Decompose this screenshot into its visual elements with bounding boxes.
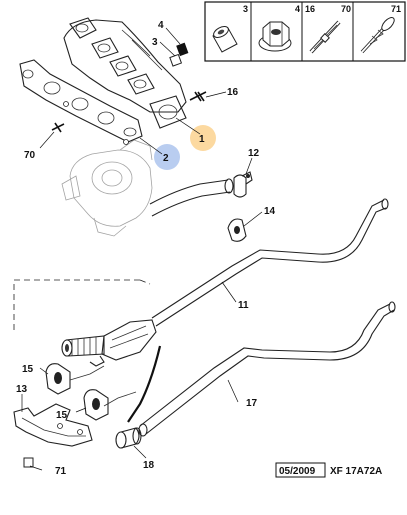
callout-3: 3 xyxy=(152,37,158,48)
header-ref-71: 71 xyxy=(391,4,401,14)
flange-nut-icon xyxy=(258,21,292,52)
exhaust-manifold xyxy=(63,17,187,129)
stud-16-part xyxy=(189,91,207,102)
rubber-hanger-front xyxy=(45,363,71,395)
hanger-link-rear xyxy=(103,391,137,407)
header-ref-3: 3 xyxy=(243,4,248,14)
rivet-71-marker xyxy=(23,457,34,468)
rubber-hanger-rear xyxy=(83,389,109,421)
callout-71: 71 xyxy=(55,466,67,477)
callout-1: 1 xyxy=(199,134,205,145)
callout-13: 13 xyxy=(16,384,28,395)
callout-12: 12 xyxy=(248,148,260,159)
rear-hanger-rod xyxy=(127,345,162,423)
callout-18: 18 xyxy=(143,460,155,471)
header-ref-70: 70 xyxy=(341,4,351,14)
callout-16: 16 xyxy=(227,87,239,98)
down-pipe xyxy=(149,178,234,217)
callout-15-rear: 15 xyxy=(56,410,68,421)
stud-70-part xyxy=(51,122,65,133)
callout-2: 2 xyxy=(163,153,169,164)
sleeve-icon xyxy=(212,26,238,53)
body-outline-dashed xyxy=(13,279,151,330)
spacer-sleeve-part xyxy=(169,53,183,67)
manifold-gasket xyxy=(19,59,143,145)
callout-15-front: 15 xyxy=(22,364,34,375)
callout-11: 11 xyxy=(238,300,249,311)
reference-parts-table: 3 4 16 70 71 xyxy=(204,1,406,62)
rubber-hanger-upper xyxy=(227,218,247,242)
callout-70: 70 xyxy=(24,150,36,161)
rear-exhaust-pipe xyxy=(138,301,396,437)
mounting-bracket xyxy=(13,403,93,447)
exhaust-clamp xyxy=(233,171,253,198)
header-ref-16: 16 xyxy=(305,4,315,14)
callout-4: 4 xyxy=(158,20,164,31)
footer-code: XF 17A72A xyxy=(330,466,382,477)
pipe-clamp xyxy=(115,427,142,449)
push-rivet-icon xyxy=(360,17,395,54)
diagram-footer: 05/2009 XF 17A72A xyxy=(275,462,382,478)
stud-icon xyxy=(309,20,341,54)
header-ref-4: 4 xyxy=(295,4,300,14)
main-exhaust-pipe xyxy=(151,198,389,327)
leader-lines xyxy=(21,27,263,471)
callout-14: 14 xyxy=(264,206,276,217)
nut-part xyxy=(176,42,189,57)
hanger-link xyxy=(69,365,105,381)
footer-date: 05/2009 xyxy=(279,466,316,477)
turbocharger-outline xyxy=(61,139,153,237)
callout-17: 17 xyxy=(246,398,258,409)
catalytic-converter xyxy=(61,319,157,367)
callout-2-highlight xyxy=(154,144,180,170)
